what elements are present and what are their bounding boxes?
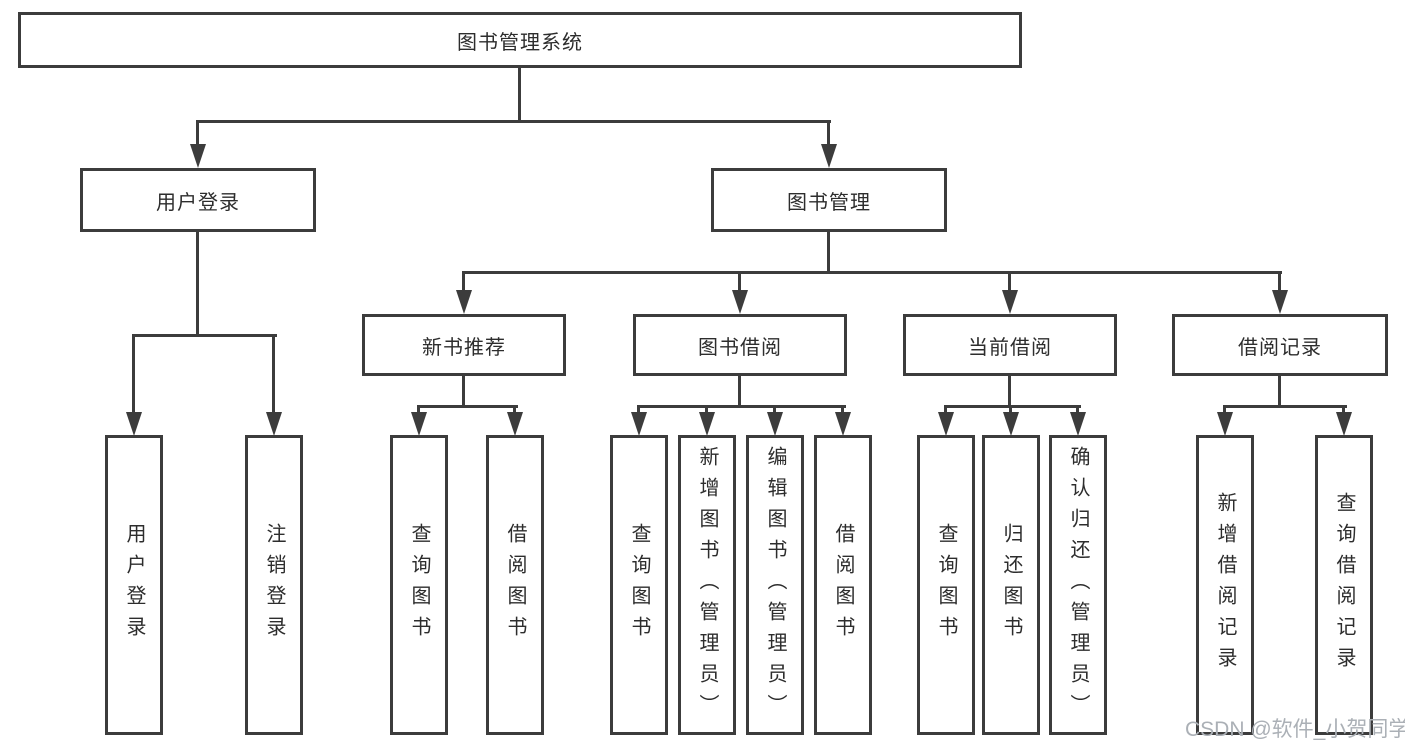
- connector-line-vertical: [1278, 376, 1281, 408]
- arrow-down-icon: [767, 412, 783, 436]
- connector-line-vertical: [1342, 405, 1345, 413]
- arrow-down-icon: [821, 144, 837, 168]
- connector-line-vertical: [272, 334, 275, 413]
- leaf-return-books: 归还图书: [982, 435, 1040, 735]
- node-label: 借阅图书: [504, 523, 526, 647]
- leaf-borrow-books: 借阅图书: [814, 435, 872, 735]
- leaf-user-login: 用户登录: [105, 435, 163, 735]
- arrow-down-icon: [631, 412, 647, 436]
- node-label: 确认归还（管理员）: [1067, 445, 1089, 725]
- connector-line-vertical: [518, 68, 521, 122]
- arrow-down-icon: [1070, 412, 1086, 436]
- node-label: 借阅记录: [1238, 336, 1322, 359]
- node-label: 新增借阅记录: [1214, 492, 1236, 678]
- connector-line-vertical: [1076, 405, 1079, 413]
- arrow-down-icon: [266, 412, 282, 436]
- node-book-borrowing: 图书借阅: [633, 314, 847, 376]
- node-label: 查询图书: [935, 523, 957, 647]
- node-label: 新增图书（管理员）: [696, 445, 718, 725]
- arrow-down-icon: [835, 412, 851, 436]
- connector-line-horizontal: [637, 405, 846, 408]
- arrow-down-icon: [1272, 290, 1288, 314]
- connector-line-vertical: [1008, 271, 1011, 292]
- connector-line-vertical: [1009, 405, 1012, 413]
- connector-line-horizontal: [462, 271, 1282, 274]
- node-label: 编辑图书（管理员）: [764, 445, 786, 725]
- arrow-down-icon: [1336, 412, 1352, 436]
- connector-line-horizontal: [132, 334, 277, 337]
- node-label: 查询借阅记录: [1333, 492, 1355, 678]
- leaf-borrow-books-recommend: 借阅图书: [486, 435, 544, 735]
- node-user-login: 用户登录: [80, 168, 316, 232]
- arrow-down-icon: [1003, 412, 1019, 436]
- connector-line-horizontal: [417, 405, 518, 408]
- connector-line-vertical: [462, 271, 465, 292]
- arrow-down-icon: [411, 412, 427, 436]
- arrow-down-icon: [456, 290, 472, 314]
- connector-line-vertical: [1278, 271, 1281, 292]
- connector-line-horizontal: [196, 120, 831, 123]
- connector-line-vertical: [827, 232, 830, 274]
- leaf-edit-books-admin: 编辑图书（管理员）: [746, 435, 804, 735]
- connector-line-vertical: [196, 232, 199, 337]
- connector-line-horizontal: [1223, 405, 1347, 408]
- connector-line-vertical: [637, 405, 640, 413]
- connector-line-vertical: [196, 120, 199, 146]
- node-borrowing-records: 借阅记录: [1172, 314, 1388, 376]
- connector-line-vertical: [462, 376, 465, 408]
- node-library-system: 图书管理系统: [18, 12, 1022, 68]
- leaf-query-books-current: 查询图书: [917, 435, 975, 735]
- leaf-logout: 注销登录: [245, 435, 303, 735]
- node-label: 注销登录: [263, 523, 285, 647]
- node-label: 新书推荐: [422, 336, 506, 359]
- node-label: 查询图书: [628, 523, 650, 647]
- leaf-confirm-return-admin: 确认归还（管理员）: [1049, 435, 1107, 735]
- node-label: 用户登录: [156, 191, 240, 214]
- leaf-query-borrow-record: 查询借阅记录: [1315, 435, 1373, 735]
- connector-line-horizontal: [944, 405, 1081, 408]
- node-label: 借阅图书: [832, 523, 854, 647]
- node-book-management: 图书管理: [711, 168, 947, 232]
- connector-line-vertical: [738, 271, 741, 292]
- connector-line-vertical: [841, 405, 844, 413]
- node-label: 图书管理: [787, 191, 871, 214]
- connector-line-vertical: [417, 405, 420, 413]
- leaf-add-books-admin: 新增图书（管理员）: [678, 435, 736, 735]
- node-label: 用户登录: [123, 523, 145, 647]
- node-label: 图书管理系统: [457, 31, 583, 54]
- connector-line-vertical: [513, 405, 516, 413]
- connector-line-vertical: [738, 376, 741, 408]
- leaf-query-books-recommend: 查询图书: [390, 435, 448, 735]
- arrow-down-icon: [699, 412, 715, 436]
- node-label: 图书借阅: [698, 336, 782, 359]
- arrow-down-icon: [507, 412, 523, 436]
- node-label: 查询图书: [408, 523, 430, 647]
- connector-line-vertical: [773, 405, 776, 413]
- leaf-query-books-borrowing: 查询图书: [610, 435, 668, 735]
- node-current-borrowing: 当前借阅: [903, 314, 1117, 376]
- connector-line-vertical: [1008, 376, 1011, 408]
- connector-line-vertical: [944, 405, 947, 413]
- connector-line-vertical: [132, 334, 135, 413]
- node-label: 归还图书: [1000, 523, 1022, 647]
- connector-line-vertical: [827, 120, 830, 146]
- connector-line-vertical: [705, 405, 708, 413]
- leaf-add-borrow-record: 新增借阅记录: [1196, 435, 1254, 735]
- node-new-book-recommend: 新书推荐: [362, 314, 566, 376]
- arrow-down-icon: [126, 412, 142, 436]
- connector-line-vertical: [1223, 405, 1226, 413]
- arrow-down-icon: [1217, 412, 1233, 436]
- arrow-down-icon: [1002, 290, 1018, 314]
- arrow-down-icon: [190, 144, 206, 168]
- csdn-watermark: CSDN @软件_小贺同学: [1185, 718, 1405, 741]
- arrow-down-icon: [732, 290, 748, 314]
- arrow-down-icon: [938, 412, 954, 436]
- node-label: 当前借阅: [968, 336, 1052, 359]
